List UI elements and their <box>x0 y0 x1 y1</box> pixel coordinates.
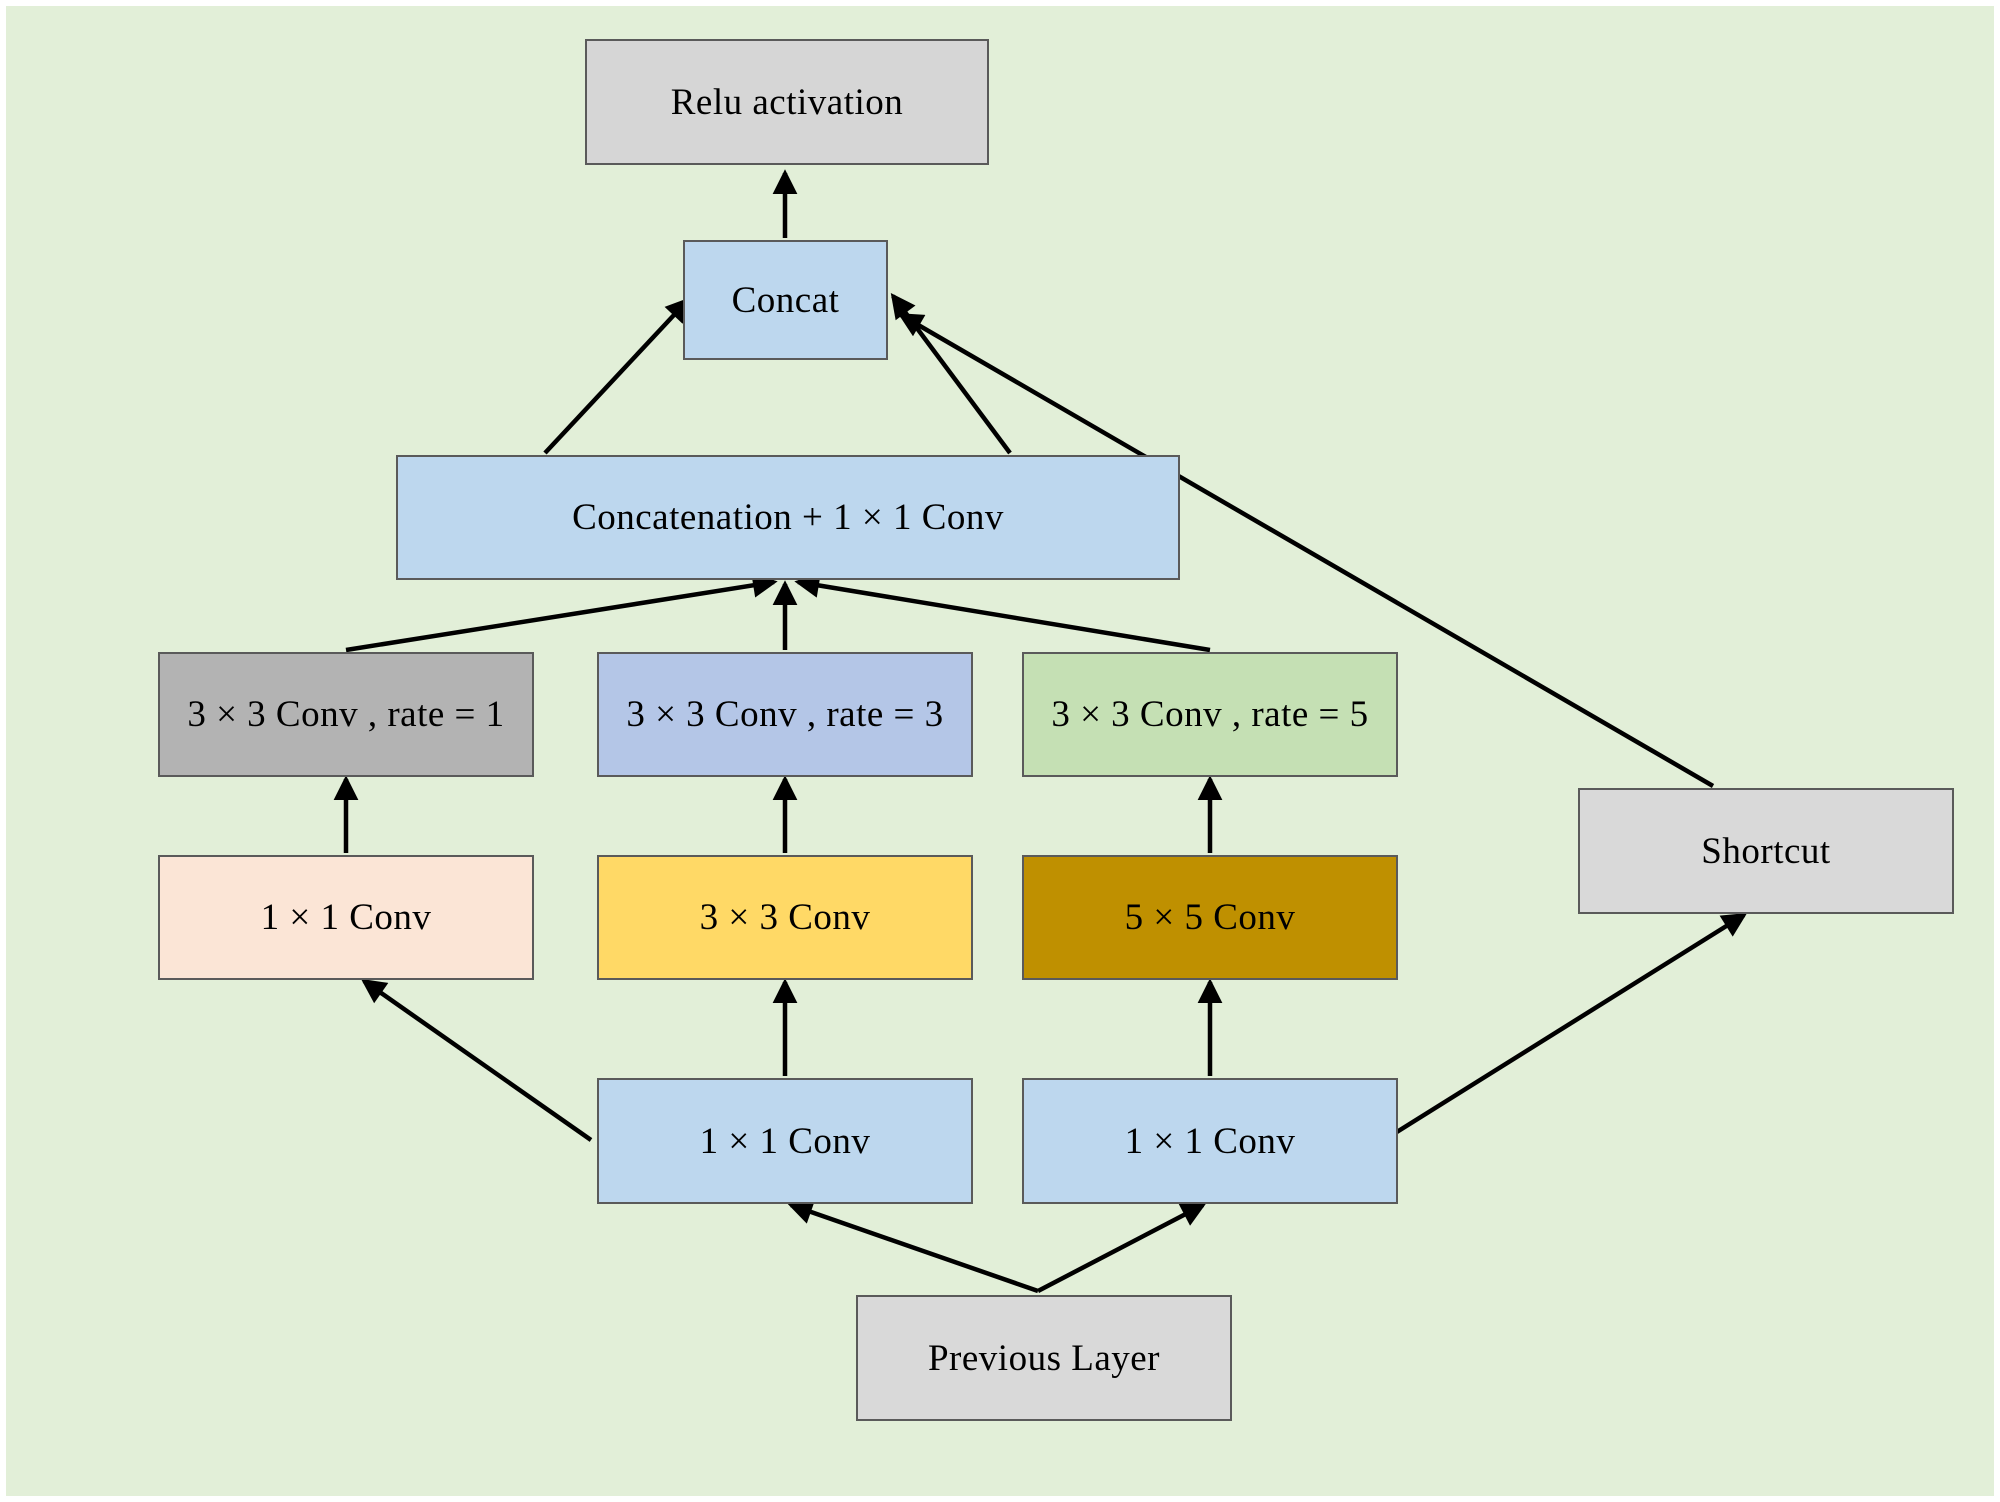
node-1x1-conv-mid: 1 × 1 Conv <box>597 1078 973 1204</box>
node-1x1-conv-left: 1 × 1 Conv <box>158 855 534 980</box>
edge-rate5-to-concatconv <box>794 573 1211 653</box>
node-3x3-conv: 3 × 3 Conv <box>597 855 973 980</box>
edge-shortcut-to-concat <box>897 313 1715 788</box>
node-previous-layer: Previous Layer <box>856 1295 1232 1421</box>
edge-previous-to-conv1x1b <box>787 1200 1039 1294</box>
node-3x3-conv-rate-1: 3 × 3 Conv , rate = 1 <box>158 652 534 777</box>
edge-rate1-to-concatconv <box>345 573 778 653</box>
edge-concatconv-to-concat-left <box>543 297 691 455</box>
node-concatenation-1x1-conv: Concatenation + 1 × 1 Conv <box>396 455 1180 580</box>
edge-conv1x1b-to-conv1x1a <box>360 978 593 1142</box>
node-1x1-conv-right: 1 × 1 Conv <box>1022 1078 1398 1204</box>
edge-layer <box>333 169 1748 1294</box>
edge-conv1x1c-to-shortcut <box>1390 913 1748 1137</box>
node-3x3-conv-rate-5: 3 × 3 Conv , rate = 5 <box>1022 652 1398 777</box>
diagram-canvas: Relu activation Concat Concatenation + 1… <box>6 6 1994 1496</box>
edge-previous-to-conv1x1c <box>1036 1203 1207 1293</box>
node-5x5-conv: 5 × 5 Conv <box>1022 855 1398 980</box>
node-3x3-conv-rate-3: 3 × 3 Conv , rate = 3 <box>597 652 973 777</box>
node-shortcut: Shortcut <box>1578 788 1954 914</box>
node-relu-activation: Relu activation <box>585 39 989 165</box>
node-concat: Concat <box>683 240 888 360</box>
